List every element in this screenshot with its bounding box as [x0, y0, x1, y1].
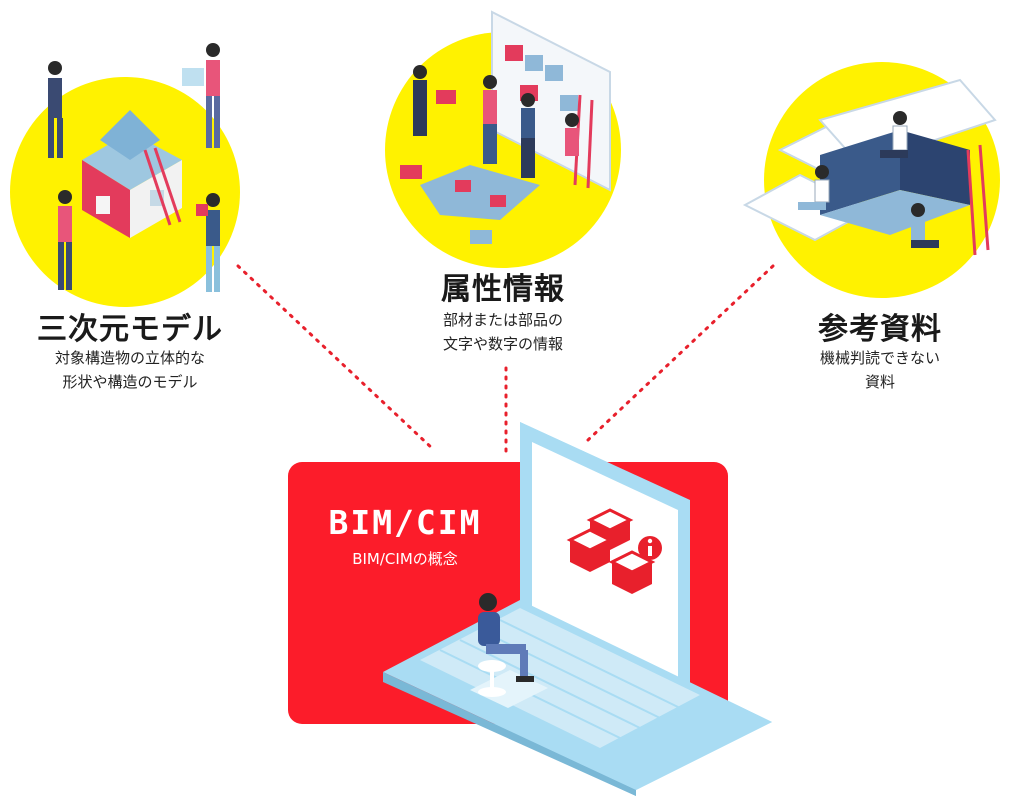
puzzle-team-illustration	[400, 10, 611, 244]
reference-desc-line2: 資料	[864, 373, 895, 391]
attribute-title: 属性情報	[441, 272, 565, 307]
cubes-info-icon	[566, 508, 662, 594]
model-title: 三次元モデル	[37, 312, 223, 347]
reference-title: 参考資料	[818, 312, 942, 347]
model-desc-line2: 形状や構造のモデル	[62, 373, 198, 391]
center-title: BIM/CIM	[328, 503, 482, 542]
attribute-desc-line2: 文字や数字の情報	[442, 335, 563, 353]
center-subtitle: BIM/CIMの概念	[352, 550, 458, 568]
model-desc-line1: 対象構造物の立体的な	[54, 349, 205, 367]
reference-desc-line1: 機械判読できない	[819, 349, 940, 367]
connector-right	[586, 264, 775, 442]
books-reading-illustration	[742, 78, 997, 256]
person-at-laptop-illustration	[478, 593, 534, 697]
house-model-illustration	[48, 43, 220, 292]
laptop-foreground	[383, 422, 772, 796]
connector-left	[236, 264, 436, 452]
attribute-desc-line1: 部材または部品の	[442, 311, 563, 329]
